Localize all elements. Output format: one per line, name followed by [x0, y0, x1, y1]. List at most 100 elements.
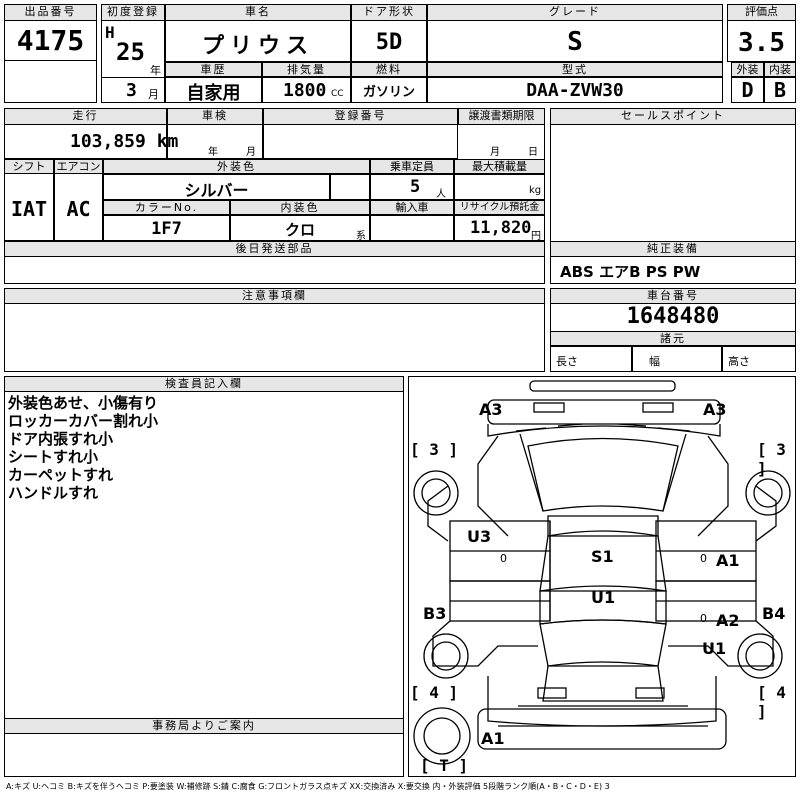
int-grade-label: 内装 [764, 62, 796, 77]
color-no: 1F7 [151, 219, 182, 239]
ac-box [54, 159, 103, 241]
history-label: 車歴 [165, 62, 262, 77]
shift: IAT [10, 197, 48, 221]
width-label: 幅 [649, 355, 660, 368]
interior: クロ [284, 221, 315, 239]
era: H [105, 23, 115, 42]
note-line: ロッカーカバー割れ小 [8, 412, 159, 430]
length-label: 長さ [556, 355, 578, 368]
chassis-no: 1648480 [626, 304, 720, 329]
fuel-box [351, 77, 427, 103]
mark-a2: A2 [716, 611, 740, 630]
lot-no-label: 出品番号 [4, 4, 97, 21]
recycle-box [454, 215, 545, 241]
note-line: 外装色あせ、小傷有り [8, 394, 159, 412]
mark-u1-center: U1 [591, 588, 616, 607]
history-box [165, 77, 262, 103]
displacement-box [262, 77, 351, 103]
mark-bracket-4-left: [ 4 ] [410, 683, 459, 702]
import-box [370, 215, 454, 241]
later-parts-label: 後日発送部品 [4, 241, 545, 257]
car-diagram [413, 380, 791, 765]
reg-no-box [263, 108, 458, 159]
mark-a1-bottom: A1 [481, 729, 505, 748]
mark-bracket-4-right: [ 4 ] [757, 683, 786, 721]
door-label: ドア形状 [351, 4, 427, 21]
ac-label: エアコン [54, 159, 103, 174]
office-label: 事務局よりご案内 [4, 718, 404, 734]
first-reg-month: 3 [126, 80, 137, 101]
mark-u1-right: U1 [702, 639, 727, 658]
mark-zero-right-1: 0 [700, 552, 707, 565]
score: 3.5 [738, 28, 785, 58]
caution-label: 注意事項欄 [4, 288, 545, 304]
displacement-label: 排気量 [262, 62, 351, 77]
int-grade: B [773, 78, 787, 102]
shift-box [4, 159, 54, 241]
load-unit: kg [529, 185, 542, 196]
inspection-year-unit: 年 [208, 147, 218, 158]
inspector-label: 検査員記入欄 [4, 376, 404, 392]
interior-box [230, 215, 370, 241]
lot-no: 4175 [16, 24, 85, 57]
transfer-month-unit: 月 [490, 147, 500, 158]
grade: S [567, 27, 583, 57]
inspector-notes: 外装色あせ、小傷有り ロッカーカバー割れ小 ドア内張すれ小 シートすれ小 カーペ… [8, 394, 158, 502]
load-box [454, 174, 545, 200]
grade-label: グレード [427, 4, 723, 21]
displacement-unit: CC [331, 89, 344, 99]
width-box [632, 346, 722, 372]
height-label: 高さ [728, 355, 750, 368]
month-box [101, 77, 165, 103]
sales-point-label: セールスポイント [550, 108, 796, 125]
inspection-box [167, 108, 263, 159]
ac: AC [66, 197, 91, 221]
mark-u3: U3 [467, 527, 492, 546]
history: 自家用 [186, 83, 241, 104]
displacement: 1800 [283, 80, 327, 101]
mark-bracket-3-left: [ 3 ] [410, 440, 459, 459]
right-block [550, 108, 796, 284]
car-diagram-box [408, 376, 796, 777]
inspection-month-unit: 月 [246, 147, 256, 158]
color-box [103, 174, 330, 200]
mark-a3-right: A3 [703, 400, 727, 419]
model-label: 型式 [427, 62, 723, 77]
color-label: 外装色 [103, 159, 370, 174]
fuel-label: 燃料 [351, 62, 427, 77]
interior-unit: 系 [356, 231, 366, 242]
mark-zero-left: 0 [500, 552, 507, 565]
capacity-unit: 人 [436, 189, 446, 200]
mark-a3-left: A3 [479, 400, 503, 419]
equip-label: 純正装備 [550, 241, 796, 257]
car-name-label: 車名 [165, 4, 351, 21]
ext-grade-label: 外装 [731, 62, 764, 77]
mark-b4: B4 [762, 604, 786, 623]
mark-a1-right: A1 [716, 551, 740, 570]
score-label: 評価点 [727, 4, 796, 21]
load-label: 最大積載量 [454, 159, 545, 174]
door: 5D [375, 30, 403, 55]
transfer-day-unit: 日 [528, 147, 538, 158]
mark-bracket-3-right: [ 3 ] [757, 440, 786, 478]
interior-label: 内装色 [230, 200, 370, 215]
capacity-label: 乗車定員 [370, 159, 454, 174]
mileage-box [4, 108, 167, 159]
ext-grade: D [741, 78, 754, 102]
model: DAA-ZVW30 [526, 80, 624, 101]
color-no-box [103, 215, 230, 241]
ext-grade-box [731, 77, 764, 103]
car-name: プリウス [201, 34, 314, 59]
length-box [550, 346, 632, 372]
color-no-label: カラーNo. [103, 200, 230, 215]
mileage: 103,859 km [70, 131, 179, 152]
height-box [722, 346, 796, 372]
recycle: 11,820 [470, 218, 532, 238]
recycle-unit: 円 [531, 231, 541, 242]
first-reg-year: 25 [116, 38, 145, 66]
capacity-box [370, 174, 454, 200]
note-line: ドア内張すれ小 [8, 430, 114, 448]
lot-no-empty [4, 60, 97, 103]
import-label: 輸入車 [370, 200, 454, 215]
